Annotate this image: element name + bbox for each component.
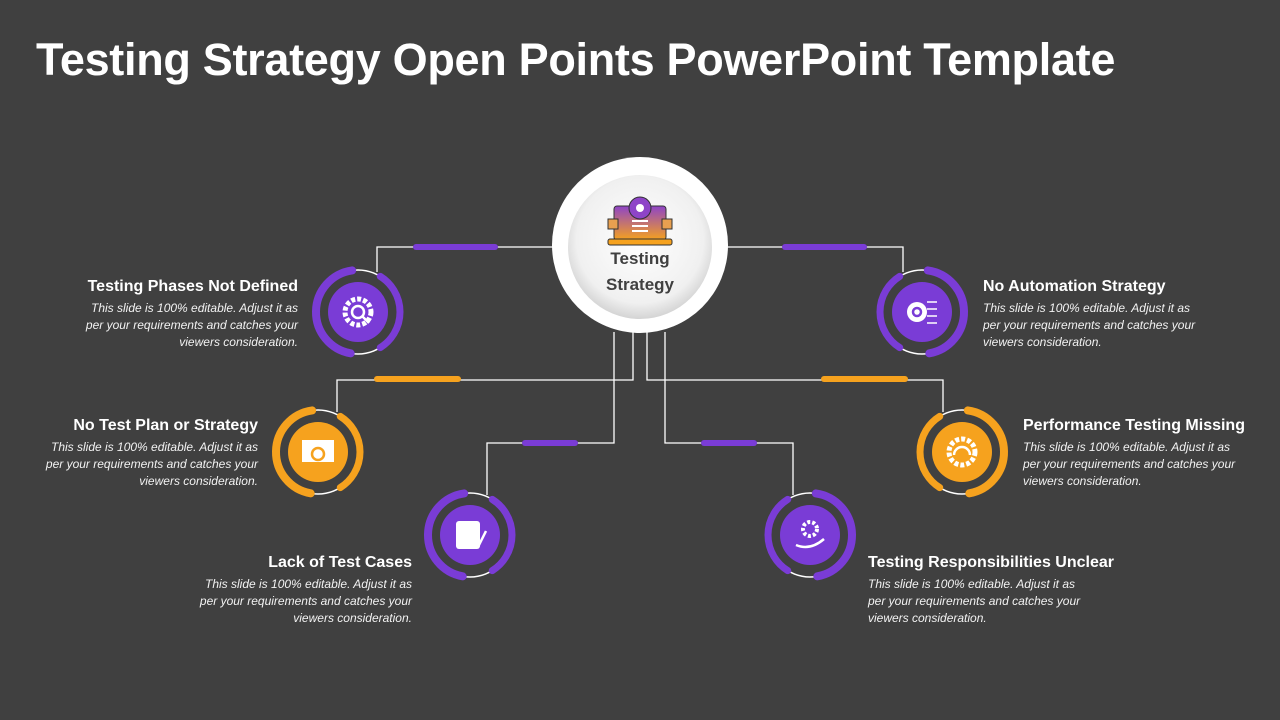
item-title: Performance Testing Missing bbox=[1023, 417, 1245, 434]
hand-gear-icon bbox=[795, 520, 825, 549]
item-title: Lack of Test Cases bbox=[268, 554, 412, 571]
ring-arc-minor bbox=[916, 412, 944, 492]
item-text: This slide is 100% editable. Adjust it a… bbox=[45, 440, 258, 488]
ring-fill bbox=[932, 422, 992, 482]
ring-node-5 bbox=[916, 406, 1008, 498]
ring-arc-major bbox=[424, 489, 469, 581]
ring-node-1 bbox=[312, 266, 404, 358]
item-text: This slide is 100% editable. Adjust it a… bbox=[983, 301, 1196, 349]
item-text: This slide is 100% editable. Adjust it a… bbox=[868, 577, 1081, 625]
connector-line bbox=[336, 332, 634, 412]
item-no-automation: No Automation Strategy This slide is 100… bbox=[983, 278, 1243, 351]
plan-search-icon bbox=[302, 440, 334, 462]
ring-arc-minor bbox=[764, 495, 792, 575]
ring-arc-major bbox=[963, 406, 1008, 498]
item-title: No Test Plan or Strategy bbox=[73, 417, 258, 434]
connector-line bbox=[376, 246, 553, 272]
ring-arc-minor bbox=[376, 272, 404, 352]
center-node bbox=[552, 157, 728, 333]
ring-node-4 bbox=[876, 266, 968, 358]
ring-arc-minor bbox=[336, 412, 364, 492]
item-responsibilities: Testing Responsibilities Unclear This sl… bbox=[868, 554, 1128, 627]
connector-line bbox=[646, 332, 944, 412]
ring-node-6 bbox=[764, 489, 856, 581]
ring-arc-minor bbox=[876, 272, 904, 352]
item-no-test-plan: No Test Plan or Strategy This slide is 1… bbox=[0, 417, 258, 490]
ring-arc-major bbox=[312, 266, 357, 358]
item-text: This slide is 100% editable. Adjust it a… bbox=[1023, 440, 1236, 488]
center-label-line1: Testing bbox=[610, 249, 670, 268]
item-title: No Automation Strategy bbox=[983, 278, 1166, 295]
slide-title: Testing Strategy Open Points PowerPoint … bbox=[36, 34, 1116, 85]
gear-magnifier-icon bbox=[342, 296, 374, 328]
center-label-line2: Strategy bbox=[605, 275, 675, 294]
brain-circuit-icon bbox=[907, 301, 937, 324]
gauge-gear-icon bbox=[946, 436, 978, 468]
ring-arc-major bbox=[923, 266, 968, 358]
item-title: Testing Responsibilities Unclear bbox=[868, 554, 1114, 571]
ring-arc-major bbox=[272, 406, 317, 498]
connector-line bbox=[486, 332, 615, 495]
laptop-gear-icon bbox=[607, 196, 673, 246]
connector-line bbox=[664, 332, 794, 495]
item-testing-phases: Testing Phases Not Defined This slide is… bbox=[38, 278, 298, 351]
ring-arc-major bbox=[811, 489, 856, 581]
item-title: Testing Phases Not Defined bbox=[87, 278, 298, 295]
connector-line bbox=[727, 246, 904, 272]
ring-node-2 bbox=[272, 406, 364, 498]
ring-arc-minor bbox=[488, 495, 516, 575]
item-text: This slide is 100% editable. Adjust it a… bbox=[199, 577, 412, 625]
code-document-icon bbox=[456, 521, 488, 549]
ring-node-3 bbox=[424, 489, 516, 581]
item-lack-test-cases: Lack of Test Cases This slide is 100% ed… bbox=[152, 554, 412, 627]
item-text: This slide is 100% editable. Adjust it a… bbox=[85, 301, 298, 349]
center-label: Testing Strategy bbox=[580, 246, 700, 298]
item-performance: Performance Testing Missing This slide i… bbox=[1023, 417, 1280, 490]
